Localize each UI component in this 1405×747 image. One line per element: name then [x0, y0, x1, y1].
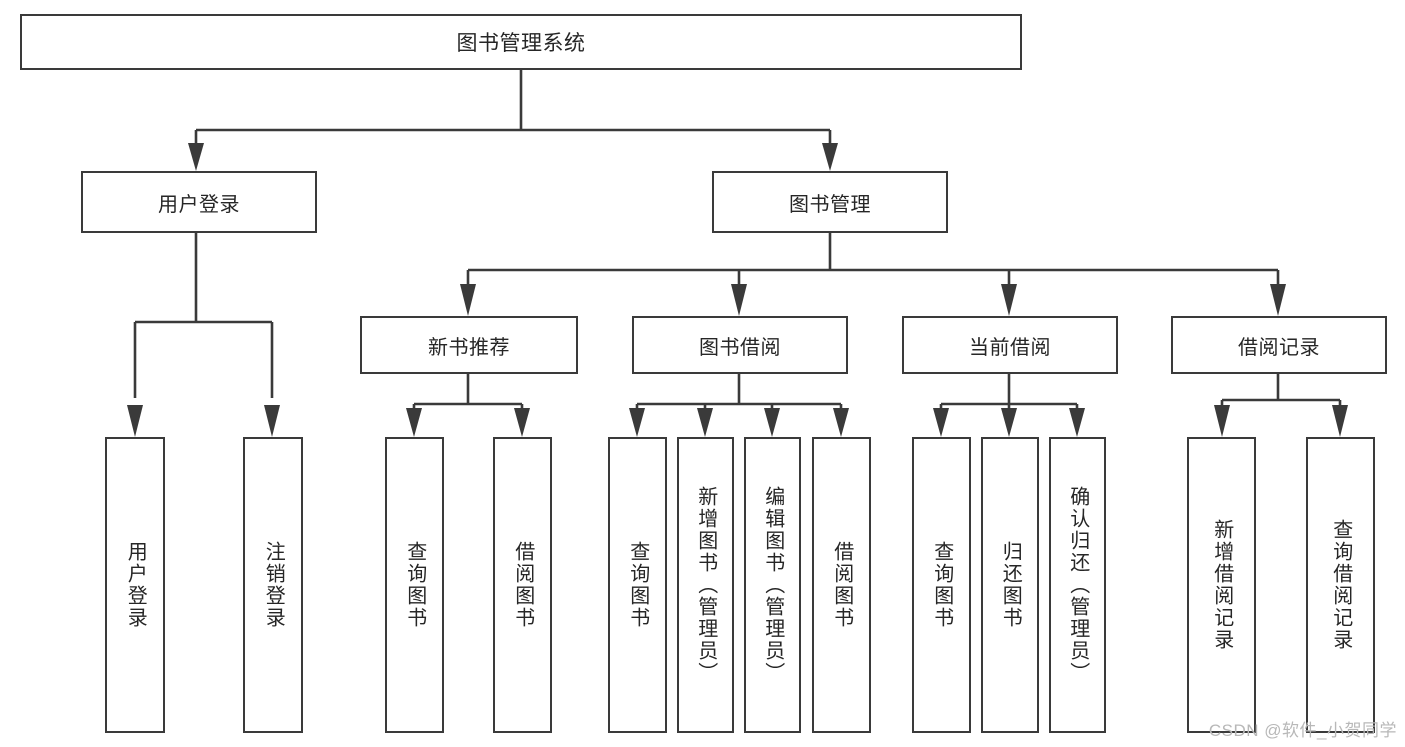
node-label: 编辑图书（管理员）: [761, 486, 784, 684]
node-current-borrow[interactable]: 当前借阅: [902, 316, 1118, 374]
node-label: 图书借阅: [699, 336, 781, 359]
leaf-current-borrow-confirm-return[interactable]: 确认归还（管理员）: [1049, 437, 1106, 733]
leaf-book-borrow-query[interactable]: 查询图书: [608, 437, 667, 733]
node-label: 新增借阅记录: [1210, 519, 1233, 651]
node-user-login[interactable]: 用户登录: [81, 171, 317, 233]
node-book-management[interactable]: 图书管理: [712, 171, 948, 233]
node-label: 借阅图书: [511, 541, 534, 629]
node-label: 查询借阅记录: [1329, 519, 1352, 651]
watermark-text: CSDN @软件_小贺同学: [1208, 721, 1397, 740]
node-label: 归还图书: [999, 541, 1022, 629]
node-label: 图书管理: [789, 193, 871, 216]
node-label: 新书推荐: [428, 336, 510, 359]
leaf-current-borrow-query[interactable]: 查询图书: [912, 437, 971, 733]
node-label: 确认归还（管理员）: [1066, 486, 1089, 684]
leaf-book-borrow-lend[interactable]: 借阅图书: [812, 437, 871, 733]
node-label: 用户登录: [158, 193, 240, 216]
node-label: 用户登录: [124, 541, 147, 629]
leaf-borrow-record-add[interactable]: 新增借阅记录: [1187, 437, 1256, 733]
node-label: 查询图书: [930, 541, 953, 629]
leaf-new-book-borrow[interactable]: 借阅图书: [493, 437, 552, 733]
leaf-current-borrow-return[interactable]: 归还图书: [981, 437, 1039, 733]
node-new-book-recommend[interactable]: 新书推荐: [360, 316, 578, 374]
leaf-new-book-query[interactable]: 查询图书: [385, 437, 444, 733]
node-label: 图书管理系统: [456, 32, 586, 55]
leaf-user-login-signin[interactable]: 用户登录: [105, 437, 165, 733]
node-label: 当前借阅: [969, 336, 1051, 359]
node-label: 查询图书: [403, 541, 426, 629]
node-label: 查询图书: [626, 541, 649, 629]
node-root-system[interactable]: 图书管理系统: [20, 14, 1022, 70]
node-label: 借阅图书: [830, 541, 853, 629]
leaf-book-borrow-add[interactable]: 新增图书（管理员）: [677, 437, 734, 733]
node-label: 新增图书（管理员）: [694, 486, 717, 684]
leaf-borrow-record-query[interactable]: 查询借阅记录: [1306, 437, 1375, 733]
leaf-user-login-signout[interactable]: 注销登录: [243, 437, 303, 733]
leaf-book-borrow-edit[interactable]: 编辑图书（管理员）: [744, 437, 801, 733]
node-label: 注销登录: [262, 541, 285, 629]
node-book-borrow[interactable]: 图书借阅: [632, 316, 848, 374]
node-borrow-record[interactable]: 借阅记录: [1171, 316, 1387, 374]
node-label: 借阅记录: [1238, 336, 1320, 359]
